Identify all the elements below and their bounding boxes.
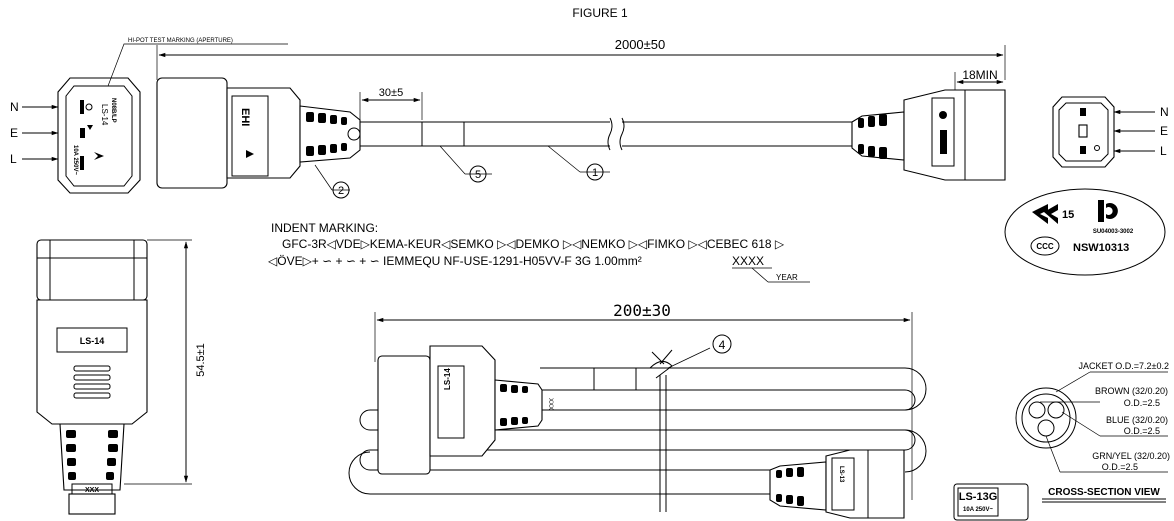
svg-text:CCC: CCC — [1036, 242, 1054, 251]
left-face-model: LS-14 — [100, 104, 109, 126]
dim-strip: 30±5 — [379, 87, 403, 99]
cross-section: JACKET O.D.=7.2±0.2 BROWN (32/0.20) O.D.… — [1015, 361, 1170, 503]
left-face-code: N08B/LP — [110, 98, 116, 123]
indent-marking: INDENT MARKING: GFC-3R◁VDE▷KEMA-KEUR◁SEM… — [268, 221, 810, 283]
bundle-label-2: LS-13 — [838, 466, 844, 483]
svg-text:2: 2 — [338, 185, 344, 197]
cs-title: CROSS-SECTION VIEW — [1048, 487, 1160, 498]
badge-rating: 10A 250V~ — [963, 507, 993, 513]
balloon-2: 2 — [314, 164, 350, 199]
dim-min: 18MIN — [962, 68, 997, 82]
hipot-leader — [107, 43, 288, 87]
left-pin-l: L — [10, 152, 17, 166]
cert-nsw: NSW10313 — [1073, 242, 1129, 254]
cs-brown-od: O.D.=2.5 — [1124, 398, 1160, 408]
bundle-code: XXX — [547, 398, 553, 410]
dim-bundle: 200±30 — [613, 301, 671, 320]
indent-line2: ◁ÖVE▷+ ∽ + ∽ + ∽ IEMMEQU NF-USE-1291-H05… — [268, 254, 642, 268]
main-cable-assembly: 2000±50 EHI 30±5 — [156, 37, 1006, 189]
certification-marks: 15 SU04003-3002 CCC NSW10313 — [1004, 188, 1166, 276]
indent-year-label: YEAR — [776, 273, 798, 282]
left-pin-arrows: N E L — [10, 100, 59, 166]
cs-brown: BROWN (32/0.20) — [1095, 386, 1168, 396]
indent-year-code: XXXX — [732, 254, 764, 268]
balloon-1: 1 — [547, 145, 610, 181]
cs-grn-od: O.D.=2.5 — [1102, 462, 1138, 472]
model-badge: LS-13G 10A 250V~ — [953, 483, 1029, 521]
cs-blue: BLUE (32/0.20) — [1106, 415, 1168, 425]
plug-side-code: XXX — [85, 487, 99, 494]
dim-overall: 2000±50 — [615, 37, 666, 52]
right-pin-n: N — [1160, 105, 1169, 119]
svg-text:5: 5 — [475, 169, 481, 181]
balloon-5: 5 — [439, 145, 492, 183]
svg-text:1: 1 — [592, 167, 598, 179]
hipot-label: HI-POT TEST MARKING (APERTURE) — [128, 38, 233, 44]
cert-code: SU04003-3002 — [1093, 229, 1134, 235]
plug-side-label: LS-14 — [80, 336, 105, 346]
cs-jacket: JACKET O.D.=7.2±0.2 — [1078, 361, 1169, 371]
left-pin-n: N — [10, 100, 19, 114]
indent-heading: INDENT MARKING: — [271, 221, 378, 235]
balloon-4: 4 — [719, 338, 726, 352]
bundle-view: 200±30 LS-14 XXX 4 LS- — [348, 301, 927, 519]
badge-model: LS-13G — [959, 491, 998, 503]
cs-grn: GRN/YEL (32/0.20) — [1092, 451, 1170, 461]
right-connector-face — [1052, 96, 1115, 168]
left-connector-face: LS-14 N08B/LP 10A 250V~ — [57, 77, 141, 194]
bundle-label: LS-14 — [443, 368, 452, 390]
plug-side-view: LS-14 XXX 54.5±1 — [36, 239, 207, 515]
right-pin-arrows: N E L — [1113, 105, 1169, 158]
svg-text:EHI: EHI — [239, 108, 251, 126]
left-face-rating: 10A 250V~ — [72, 145, 78, 175]
left-pin-e: E — [10, 126, 18, 140]
figure-title: FIGURE 1 — [572, 6, 628, 20]
right-pin-l: L — [1160, 144, 1167, 158]
cert-number: 15 — [1062, 209, 1074, 221]
indent-line1: GFC-3R◁VDE▷KEMA-KEUR◁SEMKO ▷◁DEMKO ▷◁NEM… — [282, 237, 785, 251]
right-pin-e: E — [1160, 124, 1168, 138]
dim-plug-height: 54.5±1 — [195, 343, 207, 377]
cs-blue-od: O.D.=2.5 — [1124, 426, 1160, 436]
